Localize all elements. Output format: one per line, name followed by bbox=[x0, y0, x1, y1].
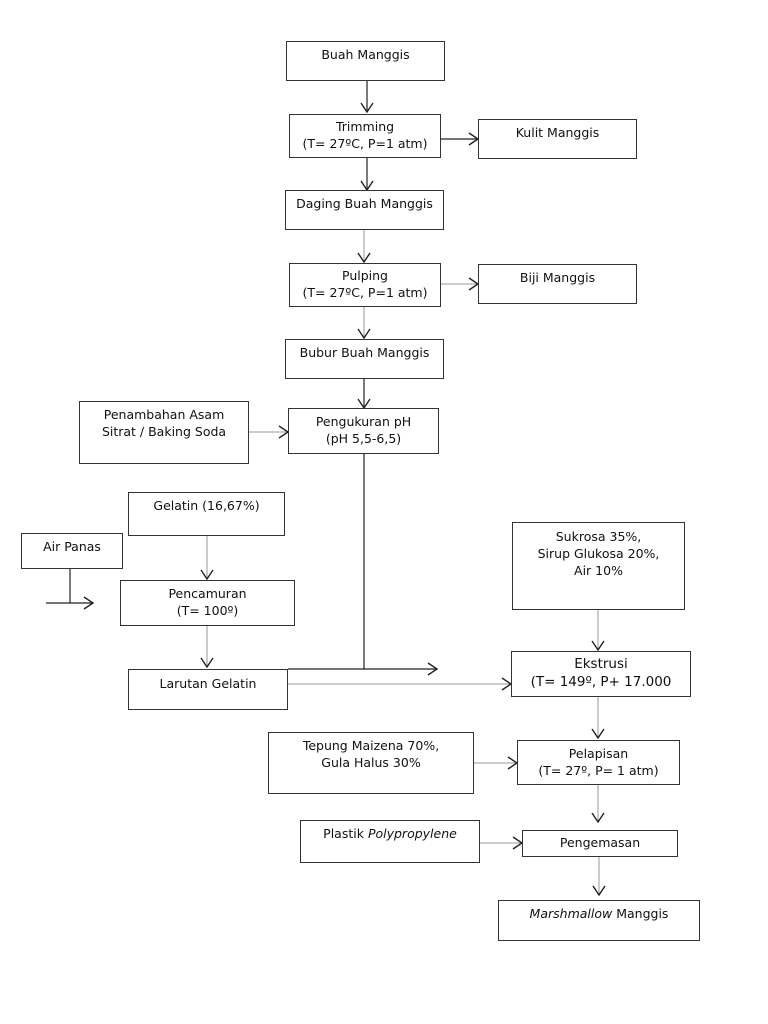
node-larutan-gelatin: Larutan Gelatin bbox=[128, 669, 288, 710]
node-label: Air Panas bbox=[43, 539, 101, 554]
node-label-suffix: Manggis bbox=[612, 906, 669, 921]
node-title: Ekstrusi bbox=[574, 656, 628, 672]
node-label-italic: Marshmallow bbox=[529, 906, 613, 921]
node-condition: (T= 27ºC, P=1 atm) bbox=[302, 136, 428, 151]
node-marshmallow-manggis: Marshmallow Manggis bbox=[498, 900, 700, 941]
node-line: Gula Halus 30% bbox=[321, 755, 421, 770]
node-bubur-buah-manggis: Bubur Buah Manggis bbox=[285, 339, 444, 379]
node-title: Pengukuran pH bbox=[315, 414, 412, 429]
node-title: Pelapisan bbox=[568, 746, 629, 761]
node-sukrosa: Sukrosa 35%, Sirup Glukosa 20%, Air 10% bbox=[512, 522, 685, 610]
node-line: Tepung Maizena 70%, bbox=[302, 738, 440, 753]
node-pulping: Pulping (T= 27ºC, P=1 atm) bbox=[289, 263, 441, 307]
node-daging-buah-manggis: Daging Buah Manggis bbox=[285, 190, 444, 230]
node-line: Penambahan Asam bbox=[103, 407, 225, 422]
node-condition: (T= 100º) bbox=[176, 603, 239, 618]
node-pelapisan: Pelapisan (T= 27º, P= 1 atm) bbox=[517, 740, 680, 785]
node-pengemasan: Pengemasan bbox=[522, 830, 678, 857]
node-air-panas: Air Panas bbox=[21, 533, 123, 569]
node-kulit-manggis: Kulit Manggis bbox=[478, 119, 637, 159]
node-biji-manggis: Biji Manggis bbox=[478, 264, 637, 304]
node-label: Plastik Polypropylene bbox=[301, 825, 479, 842]
node-label: Gelatin (16,67%) bbox=[153, 498, 260, 513]
node-line: Air 10% bbox=[574, 563, 623, 578]
node-label-prefix: Plastik bbox=[323, 826, 368, 841]
node-title: Pulping bbox=[342, 268, 388, 283]
node-buah-manggis: Buah Manggis bbox=[286, 41, 445, 81]
node-label: Pengemasan bbox=[559, 835, 641, 850]
node-line: Sukrosa 35%, bbox=[555, 529, 642, 544]
node-ekstrusi: Ekstrusi (T= 149º, P+ 17.000 bbox=[511, 651, 691, 697]
node-label: Biji Manggis bbox=[519, 270, 596, 285]
node-pencamuran: Pencamuran (T= 100º) bbox=[120, 580, 295, 626]
node-penambahan-asam: Penambahan Asam Sitrat / Baking Soda bbox=[79, 401, 249, 464]
node-condition: (T= 149º, P+ 17.000 bbox=[530, 674, 672, 690]
node-plastik: Plastik Polypropylene bbox=[300, 820, 480, 863]
node-label: Bubur Buah Manggis bbox=[299, 345, 430, 360]
node-gelatin: Gelatin (16,67%) bbox=[128, 492, 285, 536]
node-condition: (T= 27ºC, P=1 atm) bbox=[302, 285, 428, 300]
node-trimming: Trimming (T= 27ºC, P=1 atm) bbox=[289, 114, 441, 158]
node-label: Larutan Gelatin bbox=[159, 676, 257, 691]
node-pengukuran-ph: Pengukuran pH (pH 5,5-6,5) bbox=[288, 408, 439, 454]
node-line: Sirup Glukosa 20%, bbox=[537, 546, 660, 561]
node-label: Buah Manggis bbox=[321, 47, 410, 62]
node-tepung-maizena: Tepung Maizena 70%, Gula Halus 30% bbox=[268, 732, 474, 794]
node-label: Kulit Manggis bbox=[515, 125, 600, 140]
node-line: Sitrat / Baking Soda bbox=[101, 424, 227, 439]
node-label: Daging Buah Manggis bbox=[296, 196, 433, 211]
node-condition: (pH 5,5-6,5) bbox=[325, 431, 402, 446]
node-label-italic: Polypropylene bbox=[367, 826, 457, 841]
node-title: Trimming bbox=[335, 119, 395, 134]
node-title: Pencamuran bbox=[168, 586, 247, 601]
node-condition: (T= 27º, P= 1 atm) bbox=[538, 763, 659, 778]
node-label: Marshmallow Manggis bbox=[499, 905, 699, 922]
